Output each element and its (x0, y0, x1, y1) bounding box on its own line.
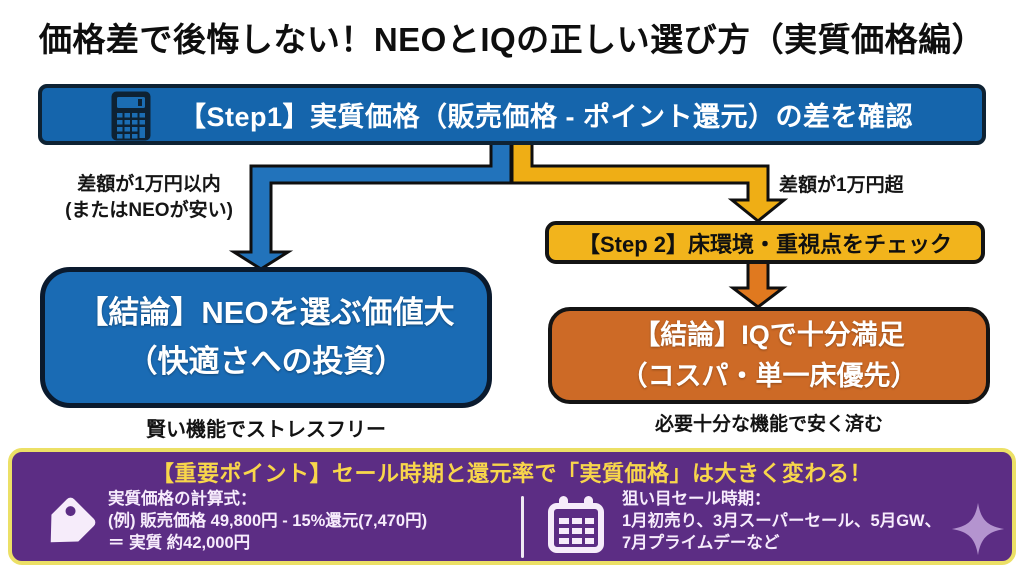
conclusion-neo-box: 【結論】NEOを選ぶ価値大 （快適さへの投資） (40, 267, 492, 408)
panel-divider (521, 496, 524, 558)
sparkle-icon (951, 502, 1005, 556)
branch-left-line2: (またはNEOが安い) (65, 199, 233, 221)
sale-timing-line3: 7月プライムデーなど (622, 533, 780, 552)
calculator-icon (111, 91, 151, 140)
conclusion-neo-caption: 賢い機能でストレスフリー (146, 419, 386, 441)
step1-label: 【Step1】実質価格（販売価格 - ポイント還元）の差を確認 (178, 102, 914, 132)
arrow-step2-orange (728, 256, 788, 309)
step2-box: 【Step 2】床環境・重視点をチェック (545, 221, 985, 264)
branch-label-left: 差額が1万円以内 (またはNEOが安い) (38, 172, 260, 223)
conclusion-iq-line1: 【結論】IQで十分満足 (633, 320, 905, 350)
step1-box: 【Step1】実質価格（販売価格 - ポイント還元）の差を確認 (38, 84, 986, 145)
price-formula-text: 実質価格の計算式： (例) 販売価格 49,800円 - 15%還元(7,470… (108, 489, 427, 555)
key-point-panel: 【重要ポイント】セール時期と還元率で「実質価格」は大きく変わる！ 実質価格の計算… (8, 448, 1016, 565)
conclusion-iq-line2: （コスパ・単一床優先） (620, 360, 918, 391)
branch-label-right: 差額が1万円超 (779, 173, 979, 199)
price-formula-line1: 実質価格の計算式： (108, 490, 257, 508)
key-point-header: 【重要ポイント】セール時期と還元率で「実質価格」は大きく変わる！ (151, 461, 872, 486)
price-formula-line2: (例) 販売価格 49,800円 - 15%還元(7,470円) (108, 511, 428, 530)
arrow-right-gold (510, 138, 789, 223)
sale-timing-text: 狙い目セール時期： 1月初売り、3月スーパーセール、5月GW、 7月プライムデー… (622, 489, 941, 555)
branch-left-line1: 差額が1万円以内 (77, 174, 221, 195)
conclusion-neo-line1: 【結論】NEOを選ぶ価値大 (77, 295, 455, 331)
sale-timing-line2: 1月初売り、3月スーパーセール、5月GW、 (622, 511, 942, 530)
calendar-icon (548, 496, 604, 553)
price-tag-icon (50, 497, 96, 543)
conclusion-iq-box: 【結論】IQで十分満足 （コスパ・単一床優先） (548, 307, 990, 404)
page-title: 価格差で後悔しない！NEOとIQの正しい選び方（実質価格編） (38, 21, 986, 58)
conclusion-iq-caption: 必要十分な機能で安く済む (654, 414, 883, 435)
branch-right-label: 差額が1万円超 (779, 175, 904, 196)
price-formula-line3: ＝ 実質 約42,000円 (108, 533, 251, 552)
conclusion-neo-line2: （快適さへの投資） (126, 343, 406, 379)
sale-timing-line1: 狙い目セール時期： (622, 490, 771, 508)
arrow-left-blue (228, 138, 513, 271)
step2-label: 【Step 2】床環境・重視点をチェック (577, 231, 953, 257)
